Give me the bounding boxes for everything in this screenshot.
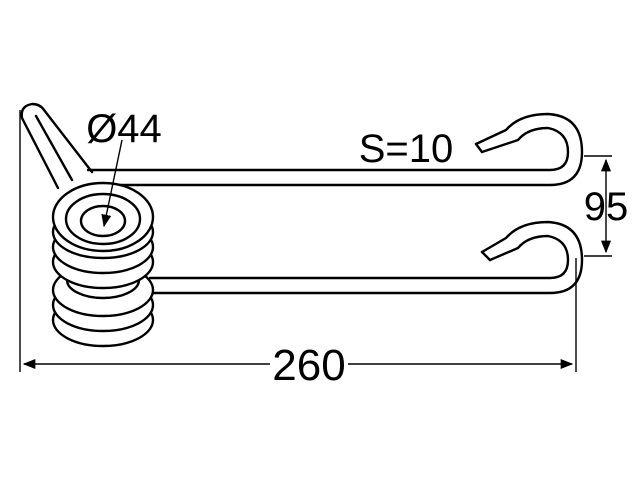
- upper-tine: [86, 112, 584, 187]
- height-dimension: [584, 155, 612, 257]
- spring-coils: [51, 181, 155, 348]
- height-label: 95: [584, 185, 629, 229]
- length-label: 260: [272, 341, 345, 390]
- length-dimension: [19, 110, 577, 372]
- diameter-leader: [101, 139, 123, 228]
- lower-tine: [148, 220, 584, 295]
- thickness-label: S=10: [359, 127, 454, 171]
- diameter-label: Ø44: [86, 107, 162, 151]
- mounting-arm: [20, 102, 94, 190]
